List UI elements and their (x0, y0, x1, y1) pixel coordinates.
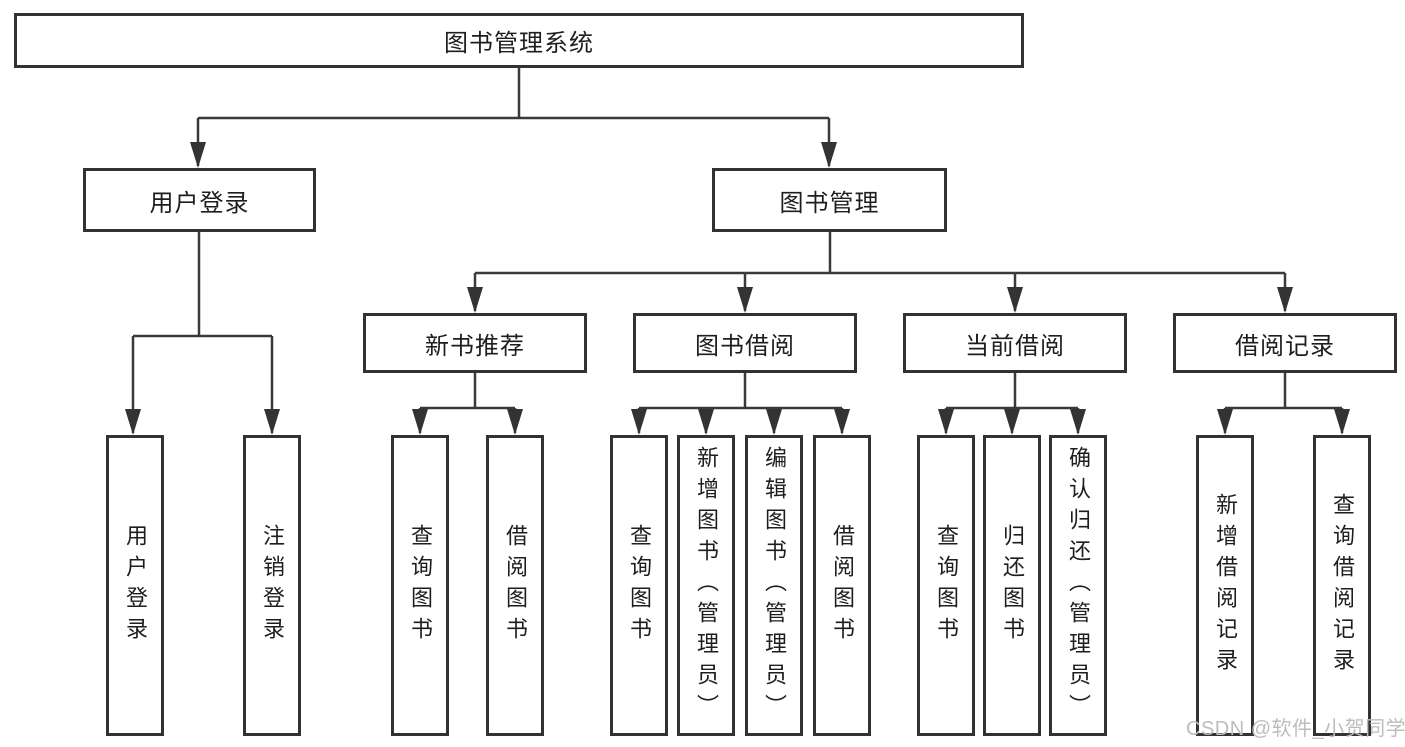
node-new-book-recommendation: 新书推荐 (363, 313, 587, 373)
node-current-borrowing: 当前借阅 (903, 313, 1127, 373)
node-user-login-branch: 用户登录 (83, 168, 316, 232)
node-leaf-borrow-books: 借阅图书 (486, 435, 544, 736)
node-leaf-add-book-admin: 新增图书（管理员） (677, 435, 735, 736)
node-leaf-edit-book-admin: 编辑图书（管理员） (745, 435, 803, 736)
node-leaf-query-borrow-record: 查询借阅记录 (1313, 435, 1371, 736)
node-leaf-add-borrow-record: 新增借阅记录 (1196, 435, 1254, 736)
node-borrowing-records: 借阅记录 (1173, 313, 1397, 373)
node-library-management-system: 图书管理系统 (14, 13, 1024, 68)
arrowheads (125, 142, 1350, 435)
node-book-management-branch: 图书管理 (712, 168, 947, 232)
node-leaf-query-books: 查询图书 (610, 435, 668, 736)
node-leaf-query-books: 查询图书 (917, 435, 975, 736)
node-leaf-query-books: 查询图书 (391, 435, 449, 736)
node-leaf-logout: 注销登录 (243, 435, 301, 736)
node-leaf-user-login: 用户登录 (106, 435, 164, 736)
node-leaf-return-book: 归还图书 (983, 435, 1041, 736)
node-leaf-borrow-books: 借阅图书 (813, 435, 871, 736)
csdn-watermark: CSDN @软件_小贺同学 (1186, 718, 1405, 740)
node-leaf-confirm-return-admin: 确认归还（管理员） (1049, 435, 1107, 736)
node-book-borrowing: 图书借阅 (633, 313, 857, 373)
